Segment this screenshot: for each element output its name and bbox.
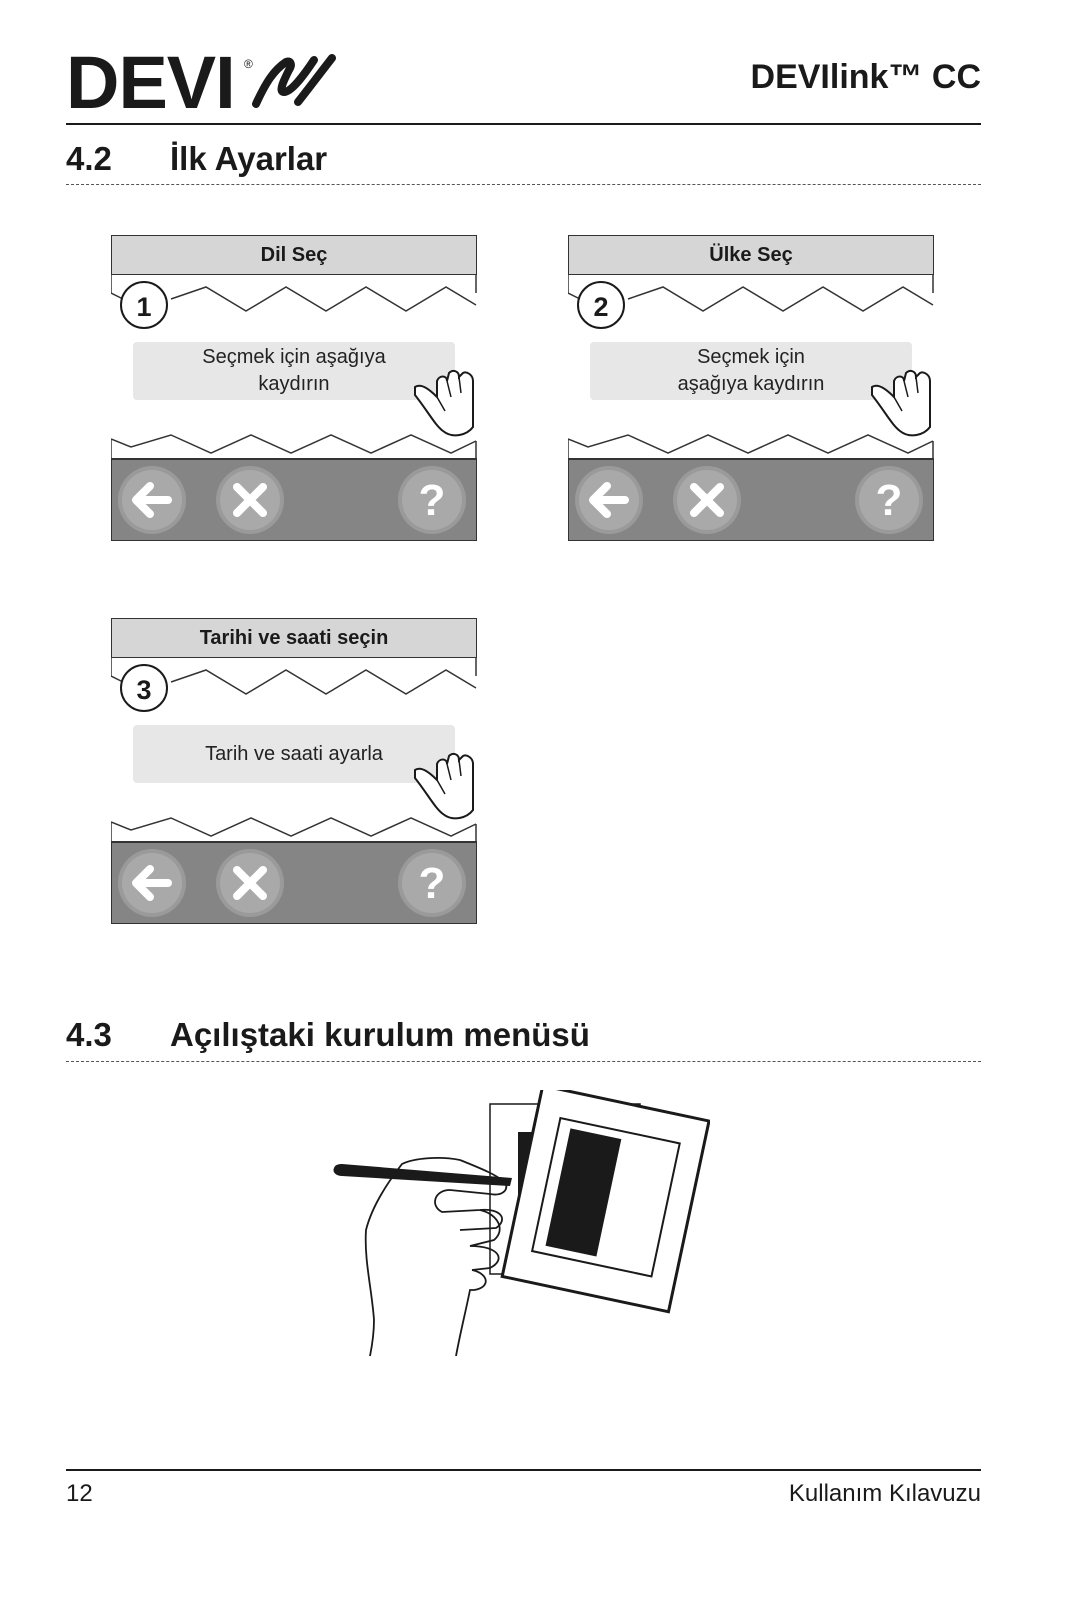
- screen-mockup-country: Ülke Seç 2 Seçmek için aşağıya kaydırın …: [568, 235, 934, 541]
- help-icon: ?: [419, 859, 446, 908]
- close-icon: [690, 483, 724, 517]
- step-number: 1: [120, 281, 168, 329]
- back-button[interactable]: [122, 470, 182, 530]
- devi-swirl-icon: ®: [244, 54, 336, 108]
- hand-removing-frame-illustration: [333, 1090, 710, 1357]
- screen-title: Ülke Seç: [568, 235, 934, 275]
- svg-text:®: ®: [244, 57, 253, 71]
- pointing-hand-icon: [871, 369, 931, 437]
- section-divider: [66, 1061, 981, 1062]
- svg-text:?: ?: [876, 476, 903, 525]
- pointing-hand-icon: [414, 752, 474, 820]
- back-arrow-icon: [132, 865, 172, 901]
- cancel-button[interactable]: [220, 470, 280, 530]
- screen-body-outline: [111, 657, 477, 842]
- back-button[interactable]: [122, 853, 182, 913]
- help-icon: ?: [419, 476, 446, 525]
- svg-text:?: ?: [419, 859, 446, 908]
- svg-text:?: ?: [419, 476, 446, 525]
- screen-mockup-language: Dil Seç 1 Seçmek için aşağıya kaydırın ?: [111, 235, 477, 541]
- cancel-button[interactable]: [677, 470, 737, 530]
- screen-title: Tarihi ve saati seçin: [111, 618, 477, 658]
- back-arrow-icon: [132, 482, 172, 518]
- screen-nav-bar: ?: [111, 841, 477, 924]
- screen-mockup-date-time: Tarihi ve saati seçin 3 Tarih ve saati a…: [111, 618, 477, 924]
- product-title: DEVIlink™ CC: [750, 58, 981, 96]
- devi-logo: DEVI ®: [66, 41, 336, 124]
- section-title: Açılıştaki kurulum menüsü: [170, 1016, 590, 1053]
- help-button[interactable]: ?: [402, 470, 462, 530]
- screen-body-outline: [568, 274, 934, 459]
- section-number: 4.2: [66, 140, 112, 177]
- footer-document-title: Kullanım Kılavuzu: [788, 1480, 981, 1507]
- screen-body-outline: [111, 274, 477, 459]
- help-button[interactable]: ?: [402, 853, 462, 913]
- page-number: 12: [66, 1480, 93, 1507]
- scroll-prompt[interactable]: Seçmek için aşağıya kaydırın: [133, 342, 455, 400]
- step-number: 2: [577, 281, 625, 329]
- close-icon: [233, 483, 267, 517]
- screen-nav-bar: ?: [111, 458, 477, 541]
- close-icon: [233, 866, 267, 900]
- screen-title: Dil Seç: [111, 235, 477, 275]
- footer-divider: [66, 1469, 981, 1471]
- step-number: 3: [120, 664, 168, 712]
- cancel-button[interactable]: [220, 853, 280, 913]
- section-divider: [66, 184, 981, 185]
- section-title: İlk Ayarlar: [170, 140, 328, 177]
- back-button[interactable]: [579, 470, 639, 530]
- help-icon: ?: [876, 476, 903, 525]
- help-button[interactable]: ?: [859, 470, 919, 530]
- screen-nav-bar: ?: [568, 458, 934, 541]
- section-number: 4.3: [66, 1016, 112, 1053]
- set-date-time-prompt[interactable]: Tarih ve saati ayarla: [133, 725, 455, 783]
- header-divider: [66, 123, 981, 125]
- back-arrow-icon: [589, 482, 629, 518]
- pointing-hand-icon: [414, 369, 474, 437]
- scroll-prompt[interactable]: Seçmek için aşağıya kaydırın: [590, 342, 912, 400]
- brand-wordmark: DEVI: [66, 41, 236, 124]
